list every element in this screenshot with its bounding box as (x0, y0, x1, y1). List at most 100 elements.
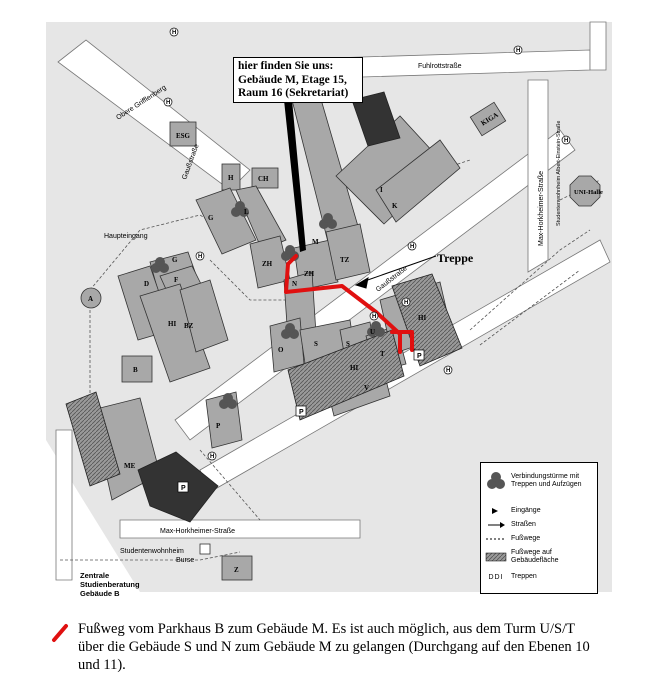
building-a (80, 287, 102, 309)
svg-text:H: H (172, 30, 176, 36)
legend-item-entrances: Eingänge (481, 507, 597, 515)
building-hi-left (139, 283, 211, 383)
callout-line: hier finden Sie uns: (238, 60, 334, 72)
street-label-fuhlrott: Fuhlrottstraße (418, 63, 462, 70)
bldg-label: G (208, 214, 214, 222)
street-right-vertical (589, 21, 607, 71)
footpath (479, 269, 581, 346)
map-legend: Verbindungstürme mit Treppen und Aufzüge… (480, 462, 598, 594)
bldg-label: HI (418, 314, 426, 322)
building-esg (169, 121, 197, 147)
svg-text:H: H (198, 254, 202, 260)
tower (281, 323, 299, 339)
parking-h-icon: H (369, 311, 379, 321)
footpath (209, 259, 300, 301)
tower (151, 257, 169, 273)
bldg-label: ZH (262, 260, 273, 268)
building-burse (199, 543, 211, 555)
building-z (221, 555, 253, 581)
bldg-label: N (292, 280, 297, 288)
parking-marks: H H H H H H H H H H (163, 27, 571, 461)
bldg-label: M (312, 238, 319, 246)
svg-text:P: P (417, 353, 422, 360)
tower (367, 321, 385, 337)
bldg-label: K (392, 202, 398, 210)
parkhaus-p-icon: P (413, 349, 425, 361)
legend-label: Treppen (511, 573, 537, 580)
label-zentrale: Zentrale Studienberatung Gebäude B (80, 571, 142, 598)
parking-h-icon: H (443, 365, 453, 375)
parking-h-icon: H (169, 27, 179, 37)
bldg-label: CH (258, 175, 269, 183)
legend-item-footpaths: Fußwege (481, 535, 597, 543)
tower (231, 201, 249, 217)
caption-line: und 11). (78, 657, 126, 673)
parking-h-icon: H (407, 241, 417, 251)
legend-label: Verbindungstürme mit Treppen und Aufzüge… (511, 473, 582, 488)
parking-h-icon: H (207, 451, 217, 461)
route (284, 254, 414, 354)
building-tz (325, 223, 371, 281)
bldg-label: B (133, 366, 138, 374)
parking-h-icon: H (513, 45, 523, 55)
bldg-label: ME (124, 462, 136, 470)
bldg-label: HI (350, 364, 358, 372)
svg-text:H: H (372, 314, 376, 320)
parkhaus-p-icon: P (295, 405, 307, 417)
bldg-label: BZ (184, 322, 194, 330)
building-ch (251, 167, 279, 189)
label-haupteingang: Haupteingang (104, 233, 148, 240)
building-k (375, 139, 461, 223)
legend-item-footpaths-building: Fußwege auf Gebäudefläche (481, 549, 597, 565)
street-arrow-icon (488, 522, 505, 528)
tower-icon (487, 472, 505, 489)
route-path (390, 330, 414, 352)
bldg-label: V (364, 384, 369, 392)
label-uni-halle: UNI-Halle (574, 189, 603, 196)
bldg-label: HI (168, 320, 176, 328)
stairs-icon: DDI (488, 573, 504, 581)
parkhaus-marks: P P P (177, 349, 425, 493)
label-studentenwohnheim: Studentenwohnheim (120, 548, 184, 555)
building-kiga (469, 101, 507, 137)
label-burse: Burse (176, 557, 194, 564)
footpath (60, 551, 241, 561)
building-uni-halle (569, 175, 601, 207)
legend-label: Fußwege (511, 535, 541, 542)
street-obere-griffenberg (57, 39, 251, 191)
connection-towers (151, 201, 385, 409)
svg-text:H: H (410, 244, 414, 250)
bldg-label: F (174, 276, 178, 284)
building-letters: ESG KIGA H CH G L M ZH ZH TZ N G D F HI … (88, 111, 500, 574)
caption-text: Fußweg vom Parkhaus B zum Gebäude M. Es … (78, 620, 590, 674)
bldg-label: U (370, 328, 375, 336)
legend-item-towers: Verbindungstürme mit Treppen und Aufzüge… (481, 471, 597, 491)
parkhaus-upper (351, 91, 401, 147)
legend-label: Fußwege auf Gebäudefläche (511, 549, 559, 564)
footpath-icon (486, 538, 506, 540)
street-max-horkheimer-v (527, 79, 549, 273)
location-callout: hier finden Sie uns: Gebäude M, Etage 15… (233, 57, 363, 103)
svg-text:H: H (446, 368, 450, 374)
street-label-wohnheim: Studentenwohnheim Albert-Einstein-Straße (556, 121, 562, 226)
bldg-label: O (278, 346, 284, 354)
callout-pointer (284, 100, 306, 252)
entrance-arrow-icon (492, 508, 498, 514)
bldg-label: ESG (176, 132, 191, 140)
svg-text:H: H (564, 138, 568, 144)
street-left-vertical (55, 429, 73, 581)
parkhaus-p-icon: P (177, 481, 189, 493)
route-marker-icon (52, 624, 68, 642)
building-l (235, 185, 287, 251)
callout-line: Gebäude M, Etage 15, (238, 73, 347, 86)
treppe-arrow (354, 255, 437, 289)
parking-h-icon: H (163, 97, 173, 107)
bldg-label: P (216, 422, 221, 430)
bldg-label: T (380, 350, 385, 358)
tower (219, 393, 237, 409)
tower (319, 213, 337, 229)
street-max-horkheimer-b (119, 519, 361, 539)
building-g-upper (195, 187, 257, 255)
bldg-label: A (88, 295, 93, 303)
svg-text:H: H (210, 454, 214, 460)
